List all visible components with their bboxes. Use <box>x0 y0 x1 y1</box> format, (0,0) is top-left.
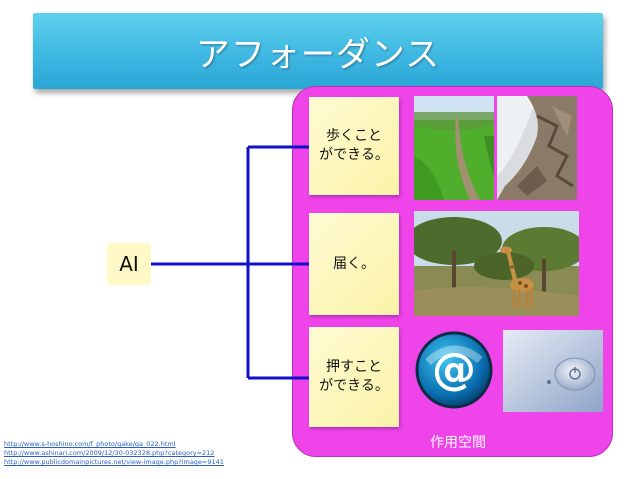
source-link-1[interactable]: http://www.s-hoshino.com/f_photo/gake/ga… <box>4 440 176 448</box>
affordance-reach-line1: 届く。 <box>333 255 375 272</box>
giraffe-photo <box>414 211 579 316</box>
affordance-walk-line2: ができる。 <box>319 147 389 163</box>
ai-box: AI <box>107 243 151 285</box>
affordance-walk-line1: 歩くこと <box>325 128 382 144</box>
cliff-photo <box>497 96 577 200</box>
affordance-reach-note: 届く。 <box>309 213 399 315</box>
action-space-label: 作用空間 <box>430 435 486 451</box>
grass-path-photo <box>414 96 494 200</box>
title-banner: アフォーダンス <box>33 13 603 89</box>
source-link-2[interactable]: http://www.ashinari.com/2009/12/30-03232… <box>4 449 215 457</box>
ai-label: AI <box>119 252 139 276</box>
affordance-push-line1: 押すこと <box>325 359 382 375</box>
slide-title: アフォーダンス <box>195 34 441 75</box>
at-sign-icon: @ <box>414 330 494 410</box>
affordance-push-note: 押すこと ができる。 <box>309 327 399 427</box>
affordance-walk-note: 歩くこと ができる。 <box>309 97 399 195</box>
affordance-push-line2: ができる。 <box>319 378 389 394</box>
source-link-3[interactable]: http://www.publicdomainpictures.net/view… <box>4 458 224 466</box>
source-links: http://www.s-hoshino.com/f_photo/gake/ga… <box>4 440 224 467</box>
svg-text:@: @ <box>432 344 476 395</box>
power-button-photo <box>503 330 603 412</box>
